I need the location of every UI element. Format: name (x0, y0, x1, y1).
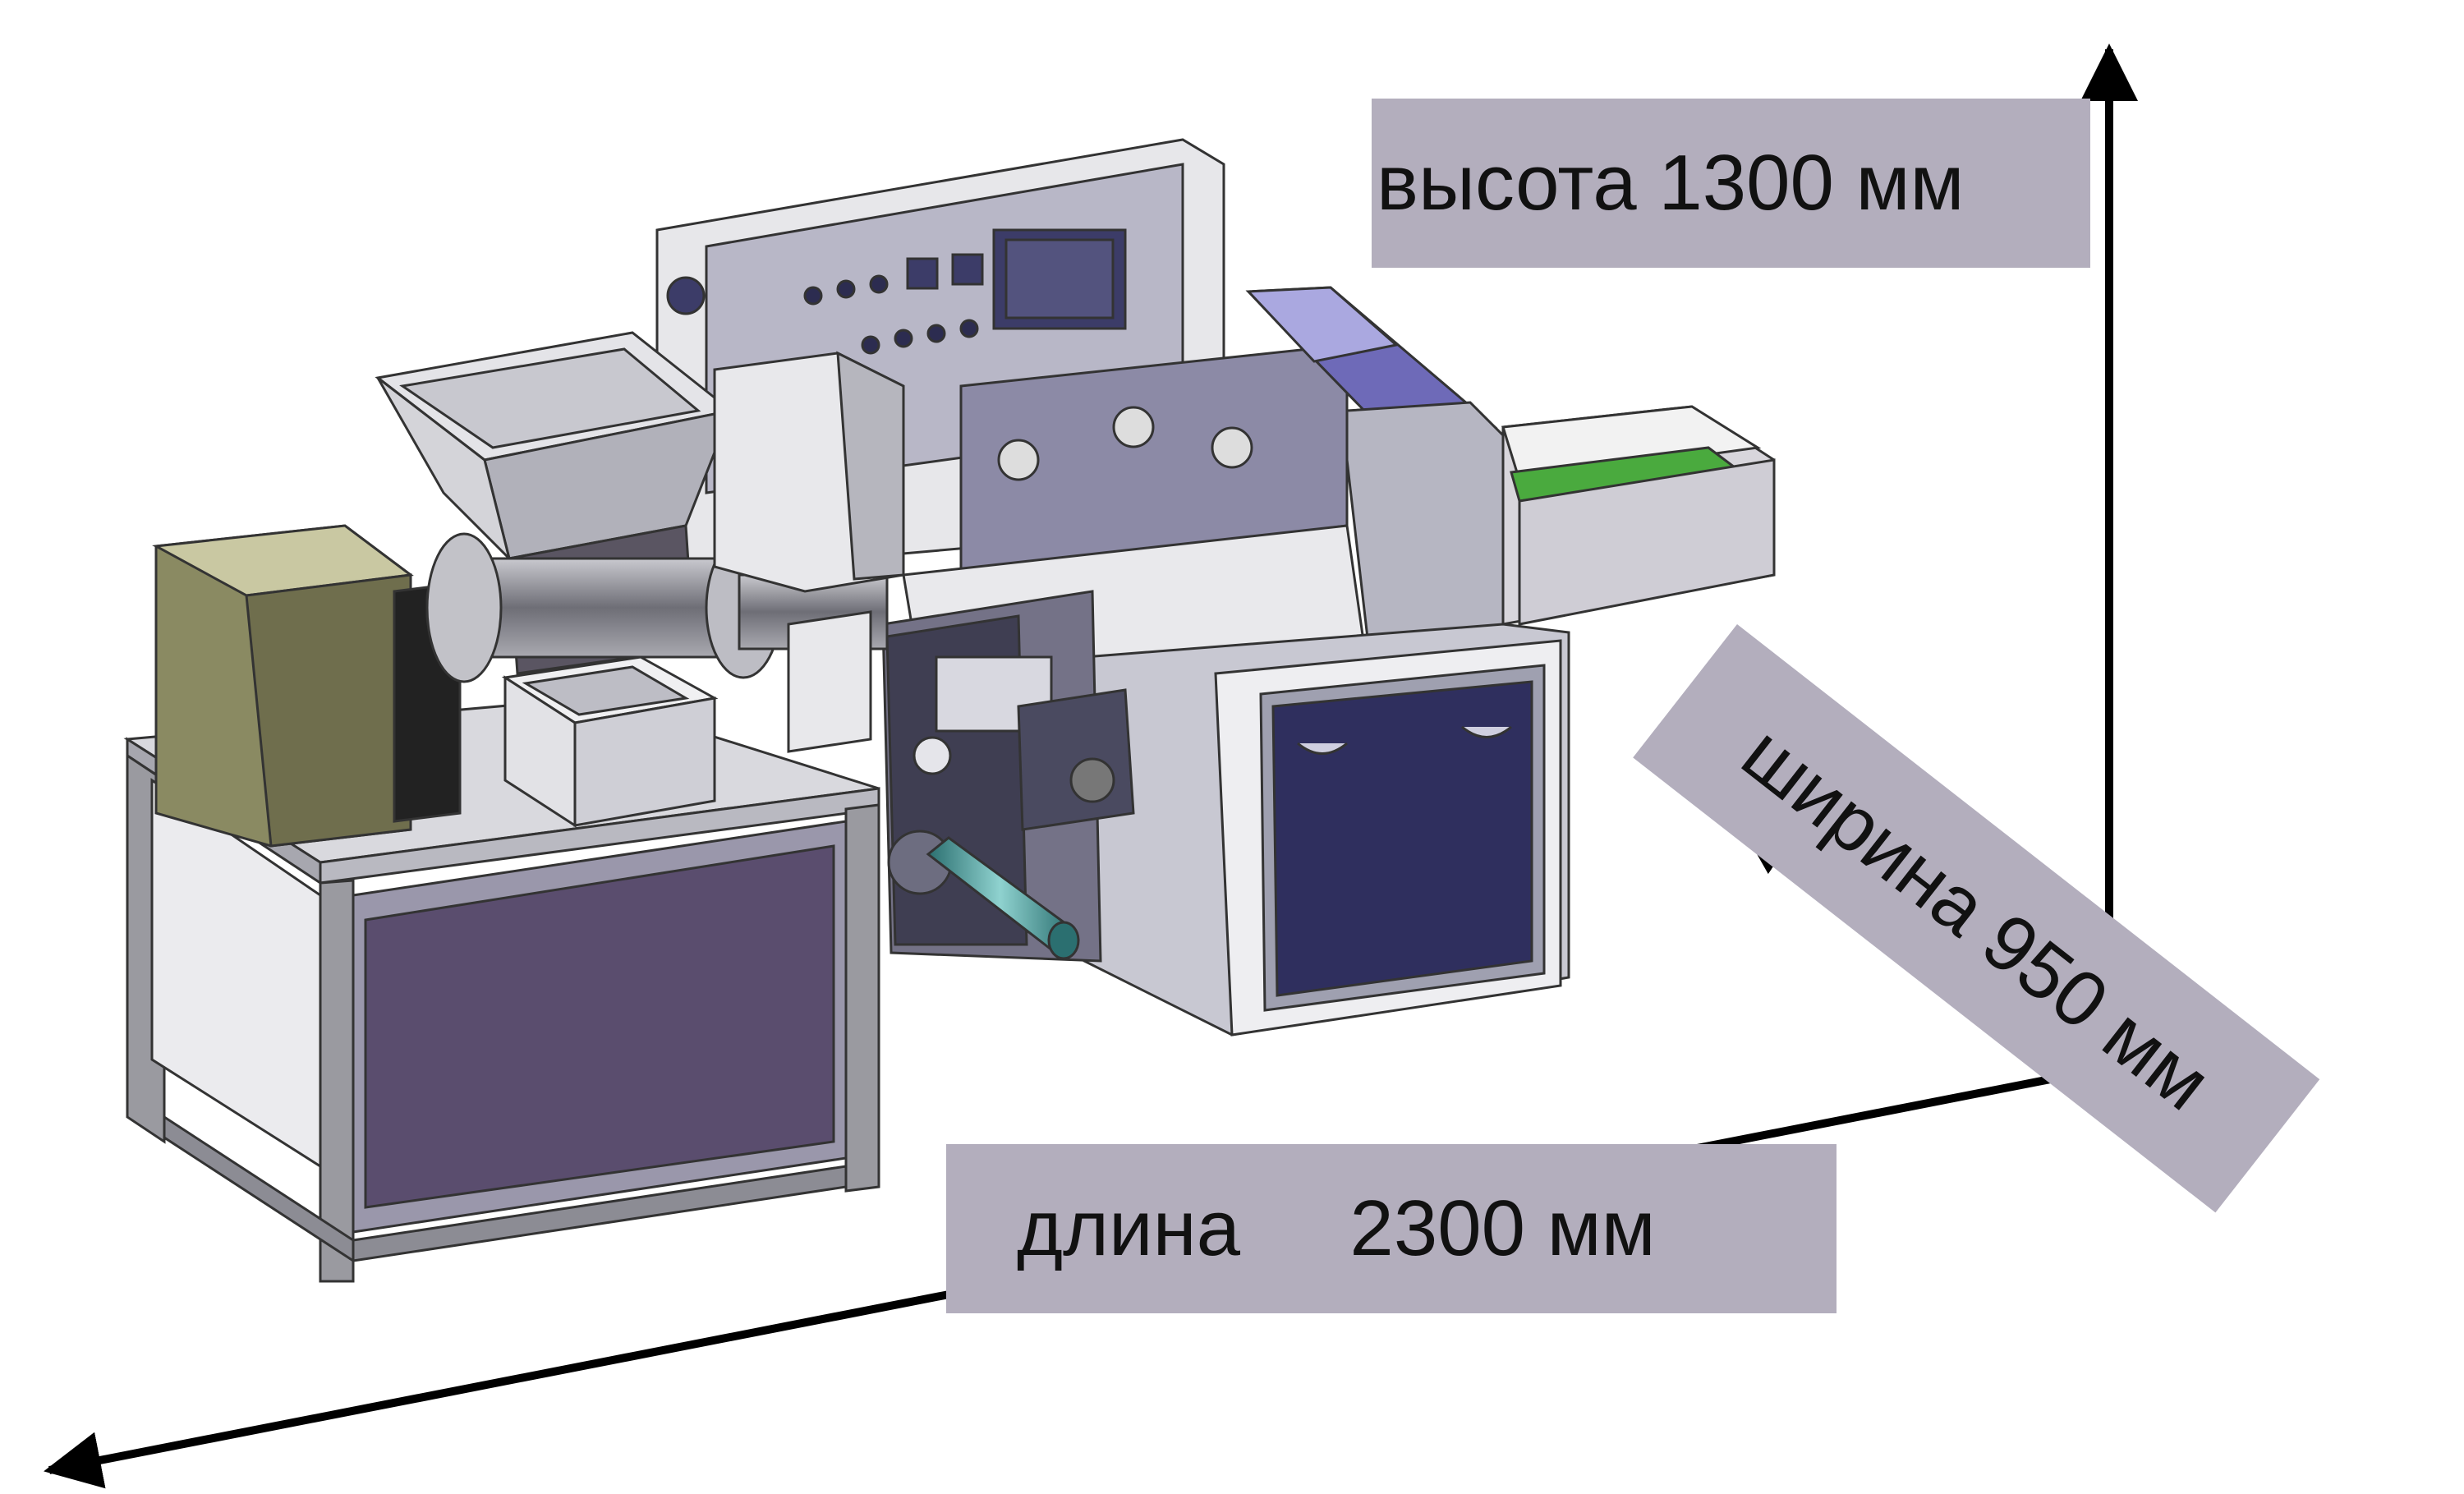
film-roll-assembly (881, 590, 1135, 963)
motor-block (152, 524, 462, 848)
length-dimension-label: длина 2300 мм (946, 1144, 1837, 1313)
output-conveyor (1501, 405, 1776, 626)
hopper (375, 331, 734, 563)
front-cabinet (1083, 623, 1570, 1037)
wrapping-unit (902, 286, 1505, 675)
cutter-head (713, 351, 905, 753)
height-dimension-label: высота 1300 мм (1372, 99, 2090, 268)
product-tray (501, 655, 719, 828)
